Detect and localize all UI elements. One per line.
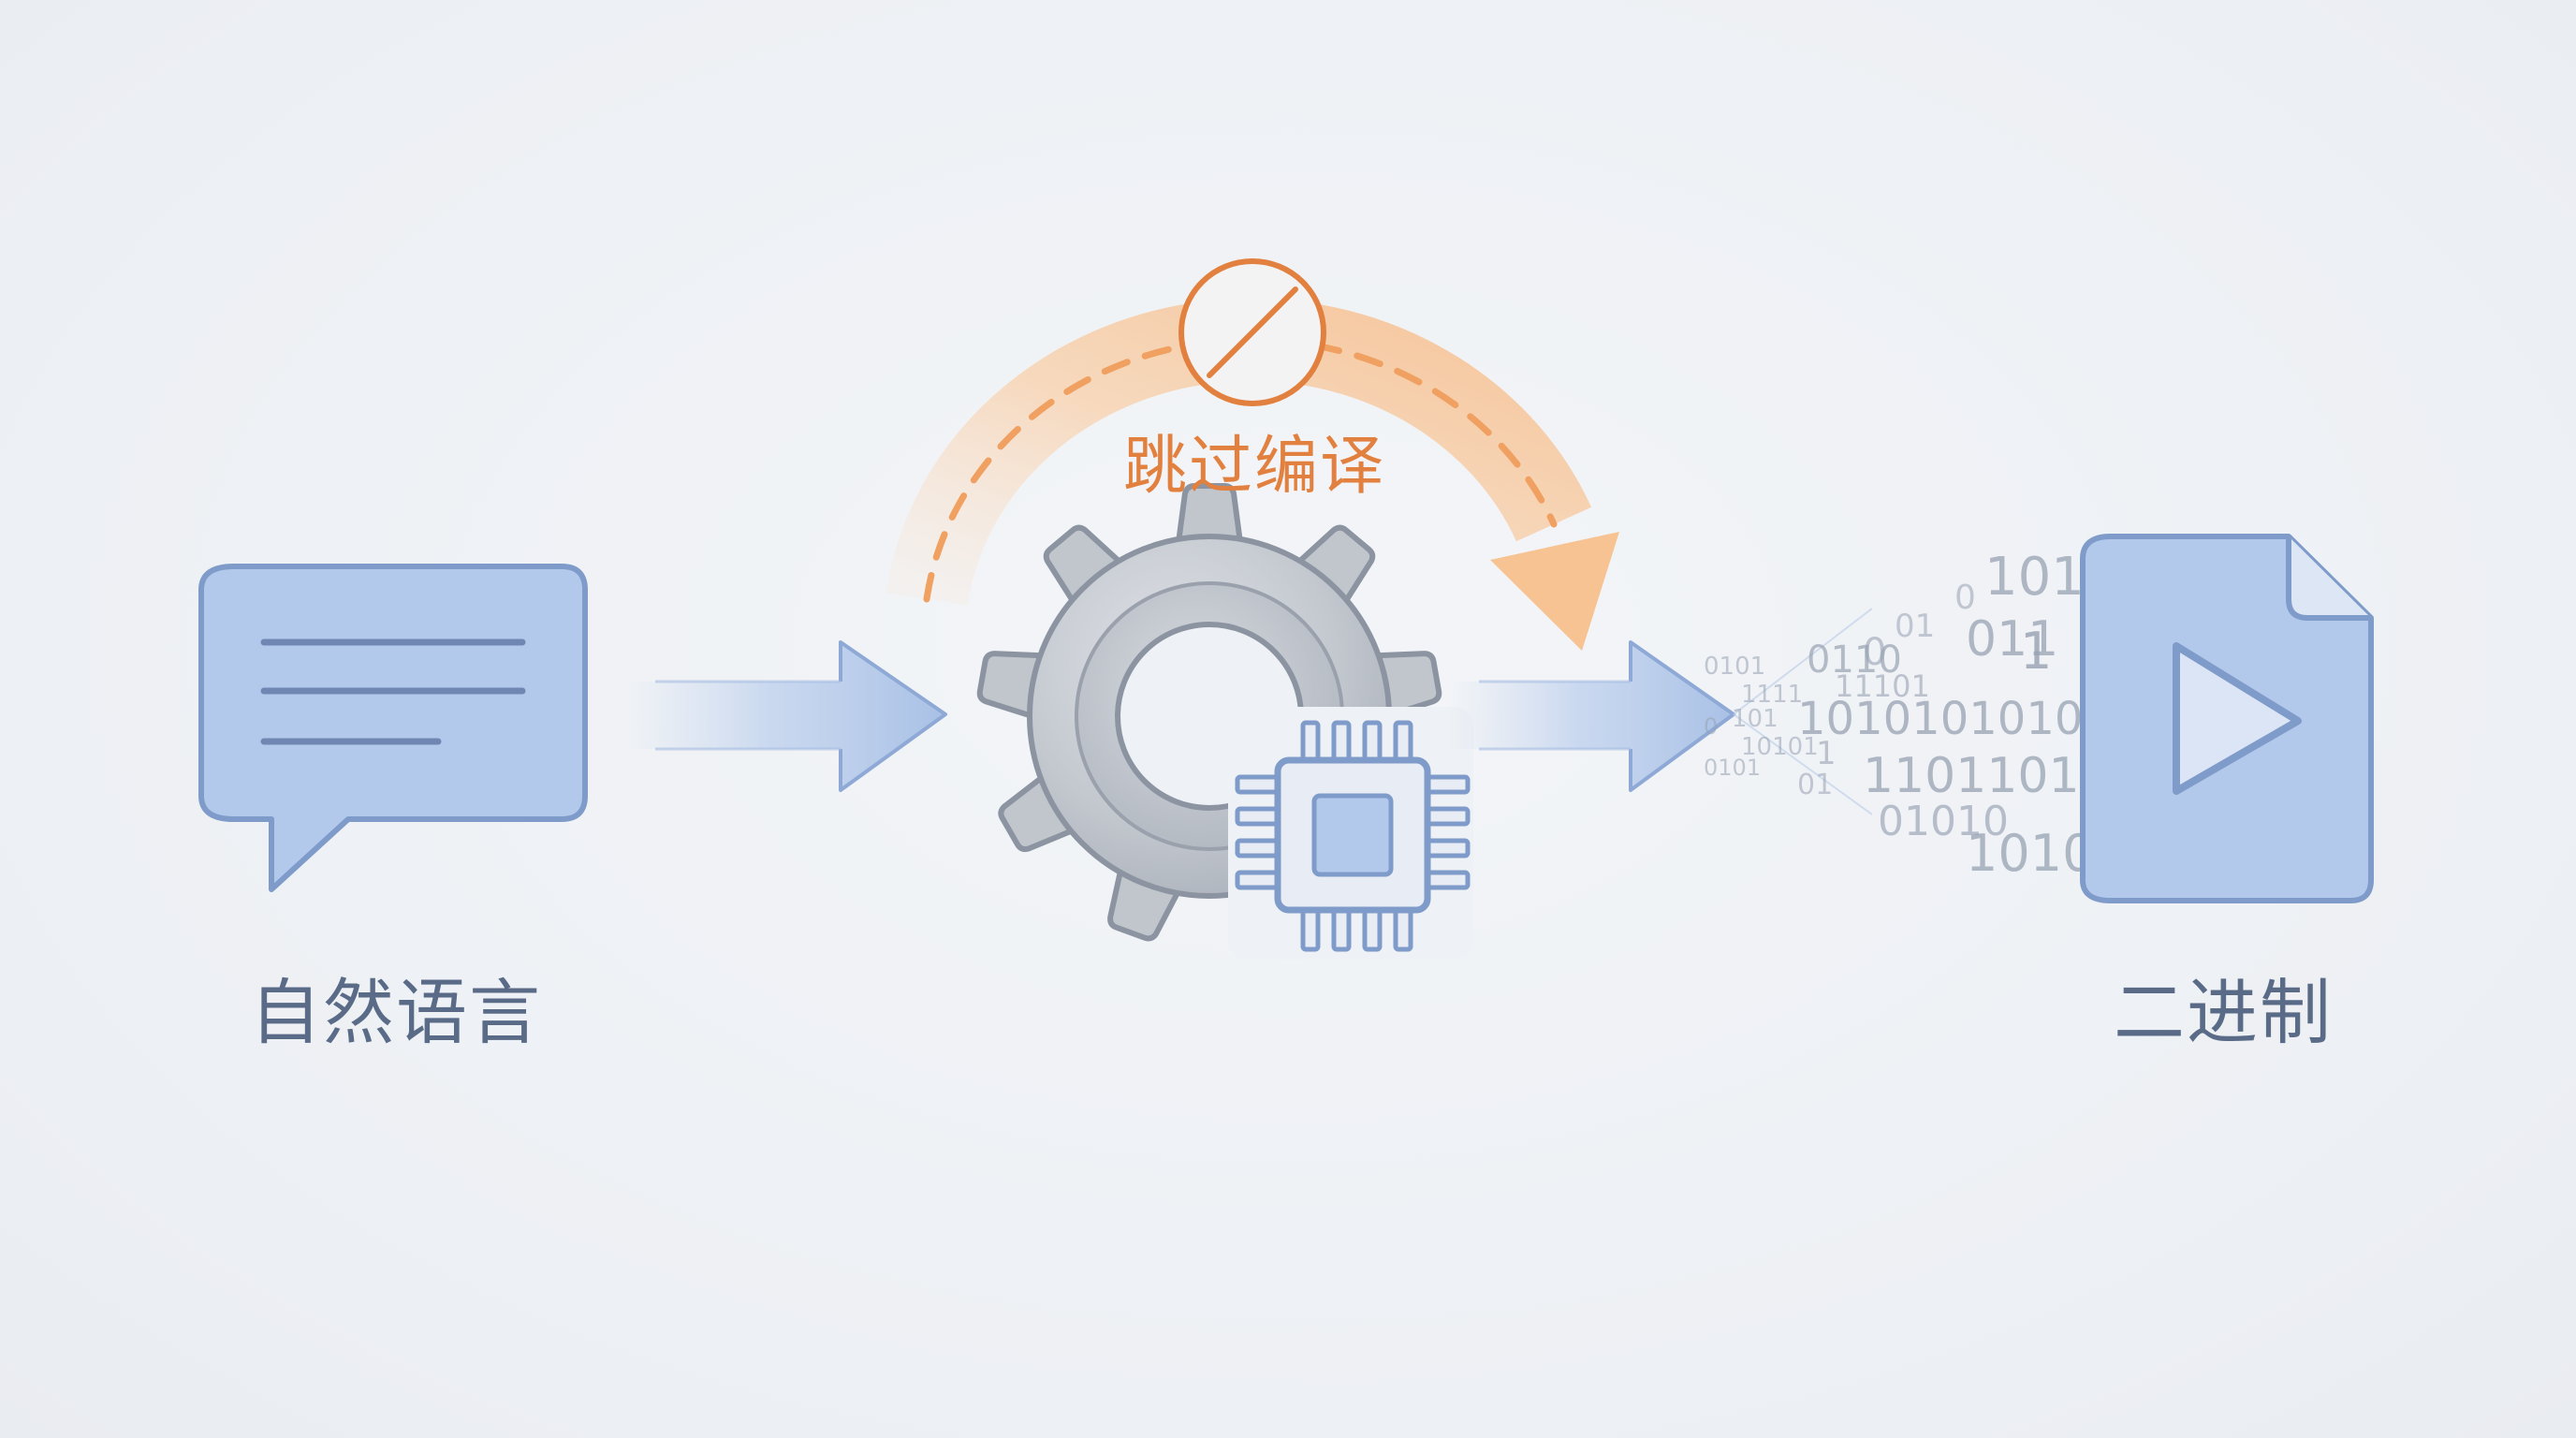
- speech-bubble-icon: [198, 564, 588, 892]
- skip-compile-label: 跳过编译: [1122, 430, 1385, 504]
- chip-pin: [1300, 720, 1321, 763]
- binary-digits: 01010: [1878, 798, 2009, 845]
- binary-digits: 1: [2020, 622, 2052, 681]
- binary-digits: 1: [1816, 735, 1837, 772]
- chip-pin: [1331, 907, 1352, 952]
- flow-arrow-left: [625, 640, 947, 792]
- binary-digits: 011: [1966, 611, 2058, 668]
- chip-pin: [1235, 806, 1281, 827]
- chip-pin: [1393, 907, 1413, 952]
- binary-digits: 1010: [1966, 824, 2094, 883]
- binary-digits: 11101: [1835, 668, 1930, 704]
- binary-digits: 10101: [1741, 733, 1819, 761]
- gear-tooth: [1175, 483, 1244, 552]
- binary-digits: 101: [1732, 705, 1778, 733]
- binary-digits: 1101101: [1863, 748, 2080, 804]
- cpu-chip-icon: [1228, 707, 1473, 960]
- binary-digits: 0101: [1704, 755, 1761, 781]
- binary-digits: 0: [1704, 713, 1718, 740]
- chip-pin: [1362, 907, 1383, 952]
- chip-pin: [1425, 774, 1471, 795]
- binary-digits: 0: [1954, 579, 1976, 617]
- binary-digits: 1010101010: [1797, 693, 2083, 745]
- chip-pin: [1235, 838, 1281, 858]
- play-file-icon: [2080, 534, 2374, 903]
- gear-tooth: [998, 769, 1084, 853]
- skip-compile-arrowhead: [1490, 532, 1619, 651]
- binary-digits: 0110: [1807, 638, 1902, 682]
- chip-pin: [1425, 838, 1471, 858]
- binary-digits: 1111: [1741, 681, 1803, 709]
- binary-digits: 0101: [1704, 653, 1765, 681]
- prohibited-icon: [1178, 258, 1326, 406]
- gear-tooth: [1043, 524, 1130, 612]
- chip-pin: [1425, 870, 1471, 890]
- binary-digits: 01: [1797, 769, 1833, 801]
- chip-pin: [1235, 774, 1281, 795]
- gear-tooth: [1289, 524, 1376, 612]
- binary-digits: 01: [1895, 608, 1935, 645]
- binary-digits: 0: [1863, 631, 1886, 674]
- chip-pin: [1362, 720, 1383, 763]
- chip-pin: [1235, 870, 1281, 890]
- binary-label: 二进制: [2114, 971, 2333, 1054]
- chip-pin: [1300, 907, 1321, 952]
- chip-pin: [1331, 720, 1352, 763]
- flow-arrow-right: [1449, 608, 1873, 815]
- natural-language-label: 自然语言: [250, 971, 542, 1054]
- chip-pin: [1425, 806, 1471, 827]
- chip-pin: [1393, 720, 1413, 763]
